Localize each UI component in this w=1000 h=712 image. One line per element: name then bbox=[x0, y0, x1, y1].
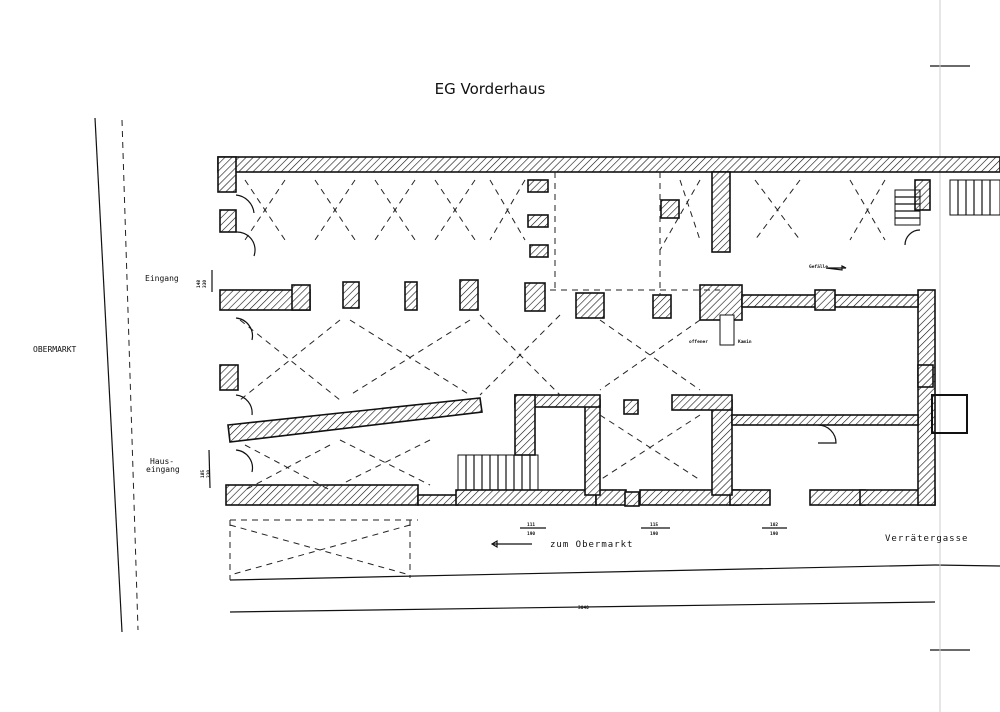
dim-total-length: 3040 bbox=[578, 605, 589, 611]
label-gefaelle: Gefälle bbox=[809, 264, 828, 270]
dim-win3-bottom: 190 bbox=[770, 531, 778, 537]
dim-haus-top: 185 bbox=[200, 470, 206, 478]
label-haus: Haus- bbox=[150, 457, 174, 466]
label-kamin: Kamin bbox=[738, 339, 752, 345]
label-offener: offener bbox=[689, 339, 708, 345]
dim-win3-top: 102 bbox=[770, 522, 778, 528]
dim-win2-bottom: 190 bbox=[650, 531, 658, 537]
dim-haus-bottom: 330 bbox=[206, 470, 212, 478]
label-zum-obermarkt: zum Obermarkt bbox=[550, 540, 633, 550]
dim-win1-bottom: 190 bbox=[527, 531, 535, 537]
street-lines bbox=[94, 0, 1000, 712]
street-label-verraetergasse: Verrätergasse bbox=[885, 534, 968, 544]
walls bbox=[217, 156, 1000, 507]
plan-title: EG Vorderhaus bbox=[434, 80, 546, 98]
staircase bbox=[457, 179, 1000, 491]
label-hauseingang: eingang bbox=[146, 465, 180, 474]
vault-lines bbox=[229, 172, 886, 580]
dim-eingang-top: 148 bbox=[196, 280, 202, 288]
label-eingang: Eingang bbox=[145, 274, 179, 283]
dimensions: 148 330 185 330 111 190 115 190 102 190 … bbox=[196, 270, 787, 611]
dim-win2-top: 115 bbox=[650, 522, 658, 528]
dim-win1-top: 111 bbox=[527, 522, 535, 528]
street-label-obermarkt: OBERMARKT bbox=[33, 345, 77, 354]
dim-eingang-bottom: 330 bbox=[202, 280, 208, 288]
doors bbox=[235, 194, 921, 473]
